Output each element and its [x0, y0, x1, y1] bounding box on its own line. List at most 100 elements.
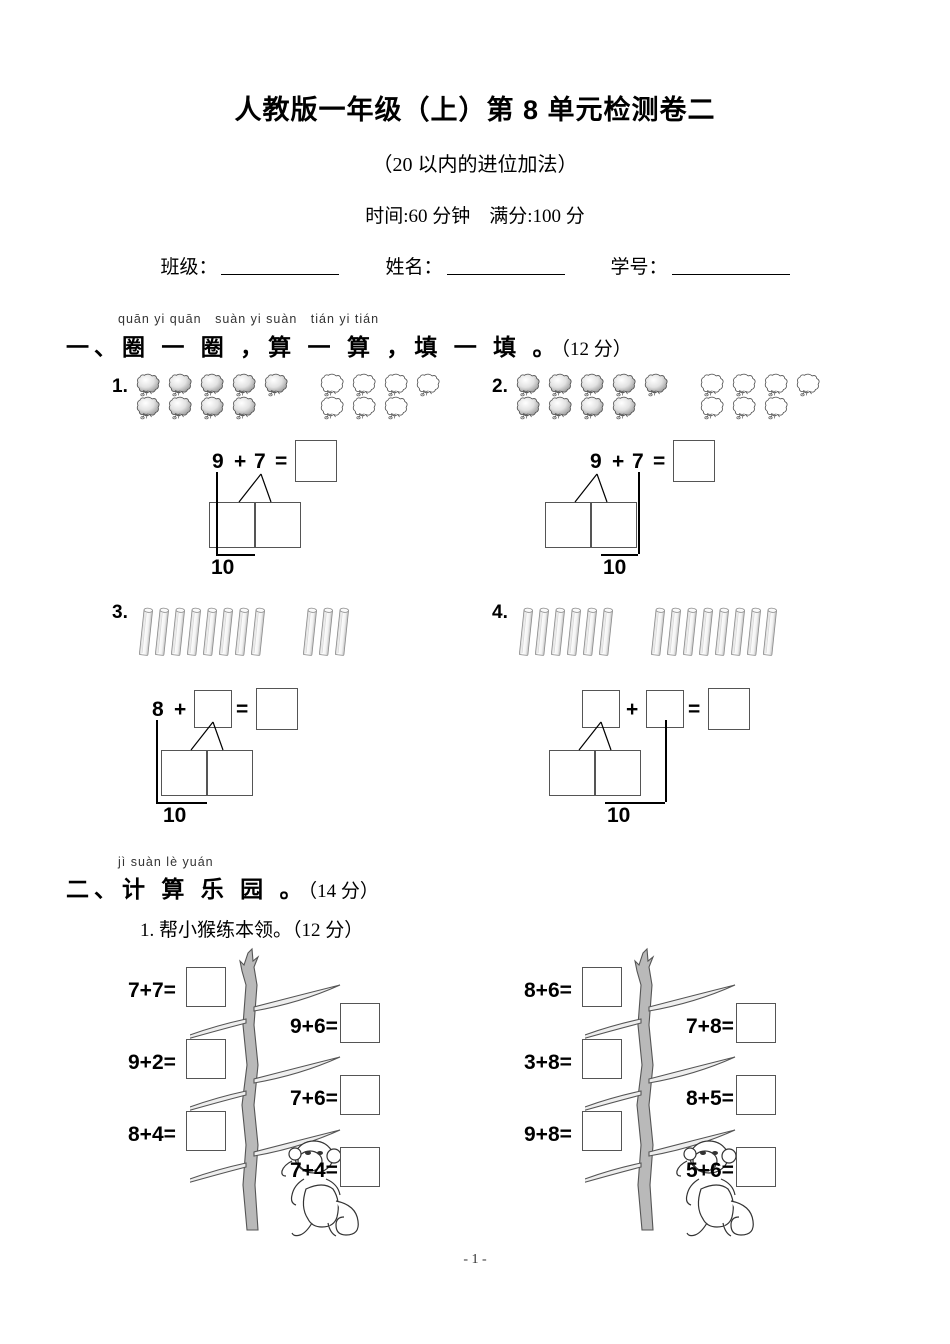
- popcorn-shape: [200, 395, 226, 421]
- popcorn-shape: [612, 395, 638, 421]
- counting-stick: [745, 606, 762, 659]
- popcorn-shape: [232, 372, 258, 398]
- section-1-heading: quān yi quān suàn yi suàn tián yi tián 一…: [66, 308, 632, 362]
- ten-bracket-vertical: [638, 472, 640, 554]
- tree-problem-answer-box[interactable]: [582, 967, 622, 1007]
- counting-stick: [249, 606, 266, 659]
- decomposition-connector: [578, 721, 612, 751]
- equals-sign: =: [688, 698, 701, 721]
- popcorn-shape: [384, 395, 410, 421]
- popcorn-shape: [644, 372, 670, 398]
- section-1-title: 一、圈 一 圈 ，算 一 算 ，填 一 填 。（12 分）: [66, 334, 632, 360]
- tree-problem-answer-box[interactable]: [736, 1003, 776, 1043]
- equation-term-b-box[interactable]: [194, 690, 232, 728]
- popcorn-shape: [732, 372, 758, 398]
- tree-problem-answer-box[interactable]: [340, 1003, 380, 1043]
- decomposition-connector: [238, 473, 272, 503]
- popcorn-shape: [700, 395, 726, 421]
- equation-term-a: 9: [590, 450, 602, 473]
- ten-bracket-horizontal: [156, 802, 207, 804]
- section-1-pinyin: quān yi quān suàn yi suàn tián yi tián: [118, 312, 380, 326]
- popcorn-shape: [580, 395, 606, 421]
- ten-bracket-vertical: [665, 720, 667, 802]
- counting-stick: [533, 606, 550, 659]
- counting-stick: [649, 606, 666, 659]
- counting-stick: [761, 606, 778, 659]
- counting-stick: [681, 606, 698, 659]
- popcorn-shape: [764, 372, 790, 398]
- tree-problem-expression: 7+8=: [686, 1015, 734, 1038]
- tree-illustration: [585, 947, 736, 1231]
- counting-stick: [153, 606, 170, 659]
- counting-stick: [581, 606, 598, 659]
- ten-label: 10: [163, 804, 187, 827]
- tree-problem-expression: 7+4=: [290, 1159, 338, 1182]
- equation-answer-box[interactable]: [673, 440, 715, 482]
- tree-problem-expression: 5+6=: [686, 1159, 734, 1182]
- tree-problem-expression: 9+8=: [524, 1123, 572, 1146]
- popcorn-shape: [416, 372, 442, 398]
- tree-problem-expression: 9+6=: [290, 1015, 338, 1038]
- field-name: 姓名：: [385, 252, 565, 279]
- tree-problem-answer-box[interactable]: [186, 1111, 226, 1151]
- section-2-title: 二、计 算 乐 园 。（14 分）: [66, 876, 379, 902]
- tree-problem-answer-box[interactable]: [582, 1111, 622, 1151]
- tree-problem-expression: 8+6=: [524, 979, 572, 1002]
- equation-term-b: 7: [632, 450, 644, 473]
- ten-label: 10: [603, 556, 627, 579]
- tree-illustration: [190, 947, 341, 1231]
- field-name-input[interactable]: [446, 259, 565, 275]
- counting-stick: [201, 606, 218, 659]
- decomposition-box-left[interactable]: [545, 502, 591, 548]
- ten-bracket-horizontal: [605, 802, 665, 804]
- section-1-points: （12 分）: [560, 339, 632, 360]
- decomposition-box-left[interactable]: [549, 750, 595, 796]
- section-2-pinyin: jì suàn lè yuán: [118, 855, 214, 869]
- counting-stick: [597, 606, 614, 659]
- equation-term-a: 8: [152, 698, 164, 721]
- equation-answer-box[interactable]: [295, 440, 337, 482]
- decomposition-box-left[interactable]: [161, 750, 207, 796]
- decomposition-box-right[interactable]: [255, 502, 301, 548]
- decomposition-box-right[interactable]: [207, 750, 253, 796]
- equation-term-a: 9: [212, 450, 224, 473]
- popcorn-shape: [764, 395, 790, 421]
- tree-problem-expression: 8+5=: [686, 1087, 734, 1110]
- tree-problem-answer-box[interactable]: [340, 1147, 380, 1187]
- popcorn-shape: [136, 372, 162, 398]
- plus-sign: +: [174, 698, 187, 721]
- tree-problem-answer-box[interactable]: [186, 967, 226, 1007]
- tree-problem-expression: 8+4=: [128, 1123, 176, 1146]
- monkey-illustration: [676, 1140, 754, 1237]
- tree-problem-answer-box[interactable]: [340, 1075, 380, 1115]
- popcorn-shape: [320, 372, 346, 398]
- equation-term-b: 7: [254, 450, 266, 473]
- tree-problem-expression: 9+2=: [128, 1051, 176, 1074]
- plus-sign: +: [612, 450, 625, 473]
- popcorn-shape: [384, 372, 410, 398]
- equation-term-a-box[interactable]: [582, 690, 620, 728]
- field-name-label: 姓名：: [385, 257, 443, 278]
- equation-answer-box[interactable]: [256, 688, 298, 730]
- tree-problem-expression: 7+7=: [128, 979, 176, 1002]
- counting-stick: [233, 606, 250, 659]
- tree-problem-answer-box[interactable]: [736, 1147, 776, 1187]
- decomposition-box-right[interactable]: [595, 750, 641, 796]
- popcorn-shape: [200, 372, 226, 398]
- popcorn-shape: [516, 372, 542, 398]
- tree-problem-answer-box[interactable]: [736, 1075, 776, 1115]
- tree-problem-expression: 3+8=: [524, 1051, 572, 1074]
- popcorn-shape: [580, 372, 606, 398]
- popcorn-shape: [168, 395, 194, 421]
- popcorn-shape: [264, 372, 290, 398]
- tree-problem-answer-box[interactable]: [186, 1039, 226, 1079]
- field-id-input[interactable]: [671, 259, 790, 275]
- counting-stick: [713, 606, 730, 659]
- decomposition-box-right[interactable]: [591, 502, 637, 548]
- equals-sign: =: [275, 450, 288, 473]
- tree-problem-answer-box[interactable]: [582, 1039, 622, 1079]
- equation-answer-box[interactable]: [708, 688, 750, 730]
- field-class-input[interactable]: [221, 259, 340, 275]
